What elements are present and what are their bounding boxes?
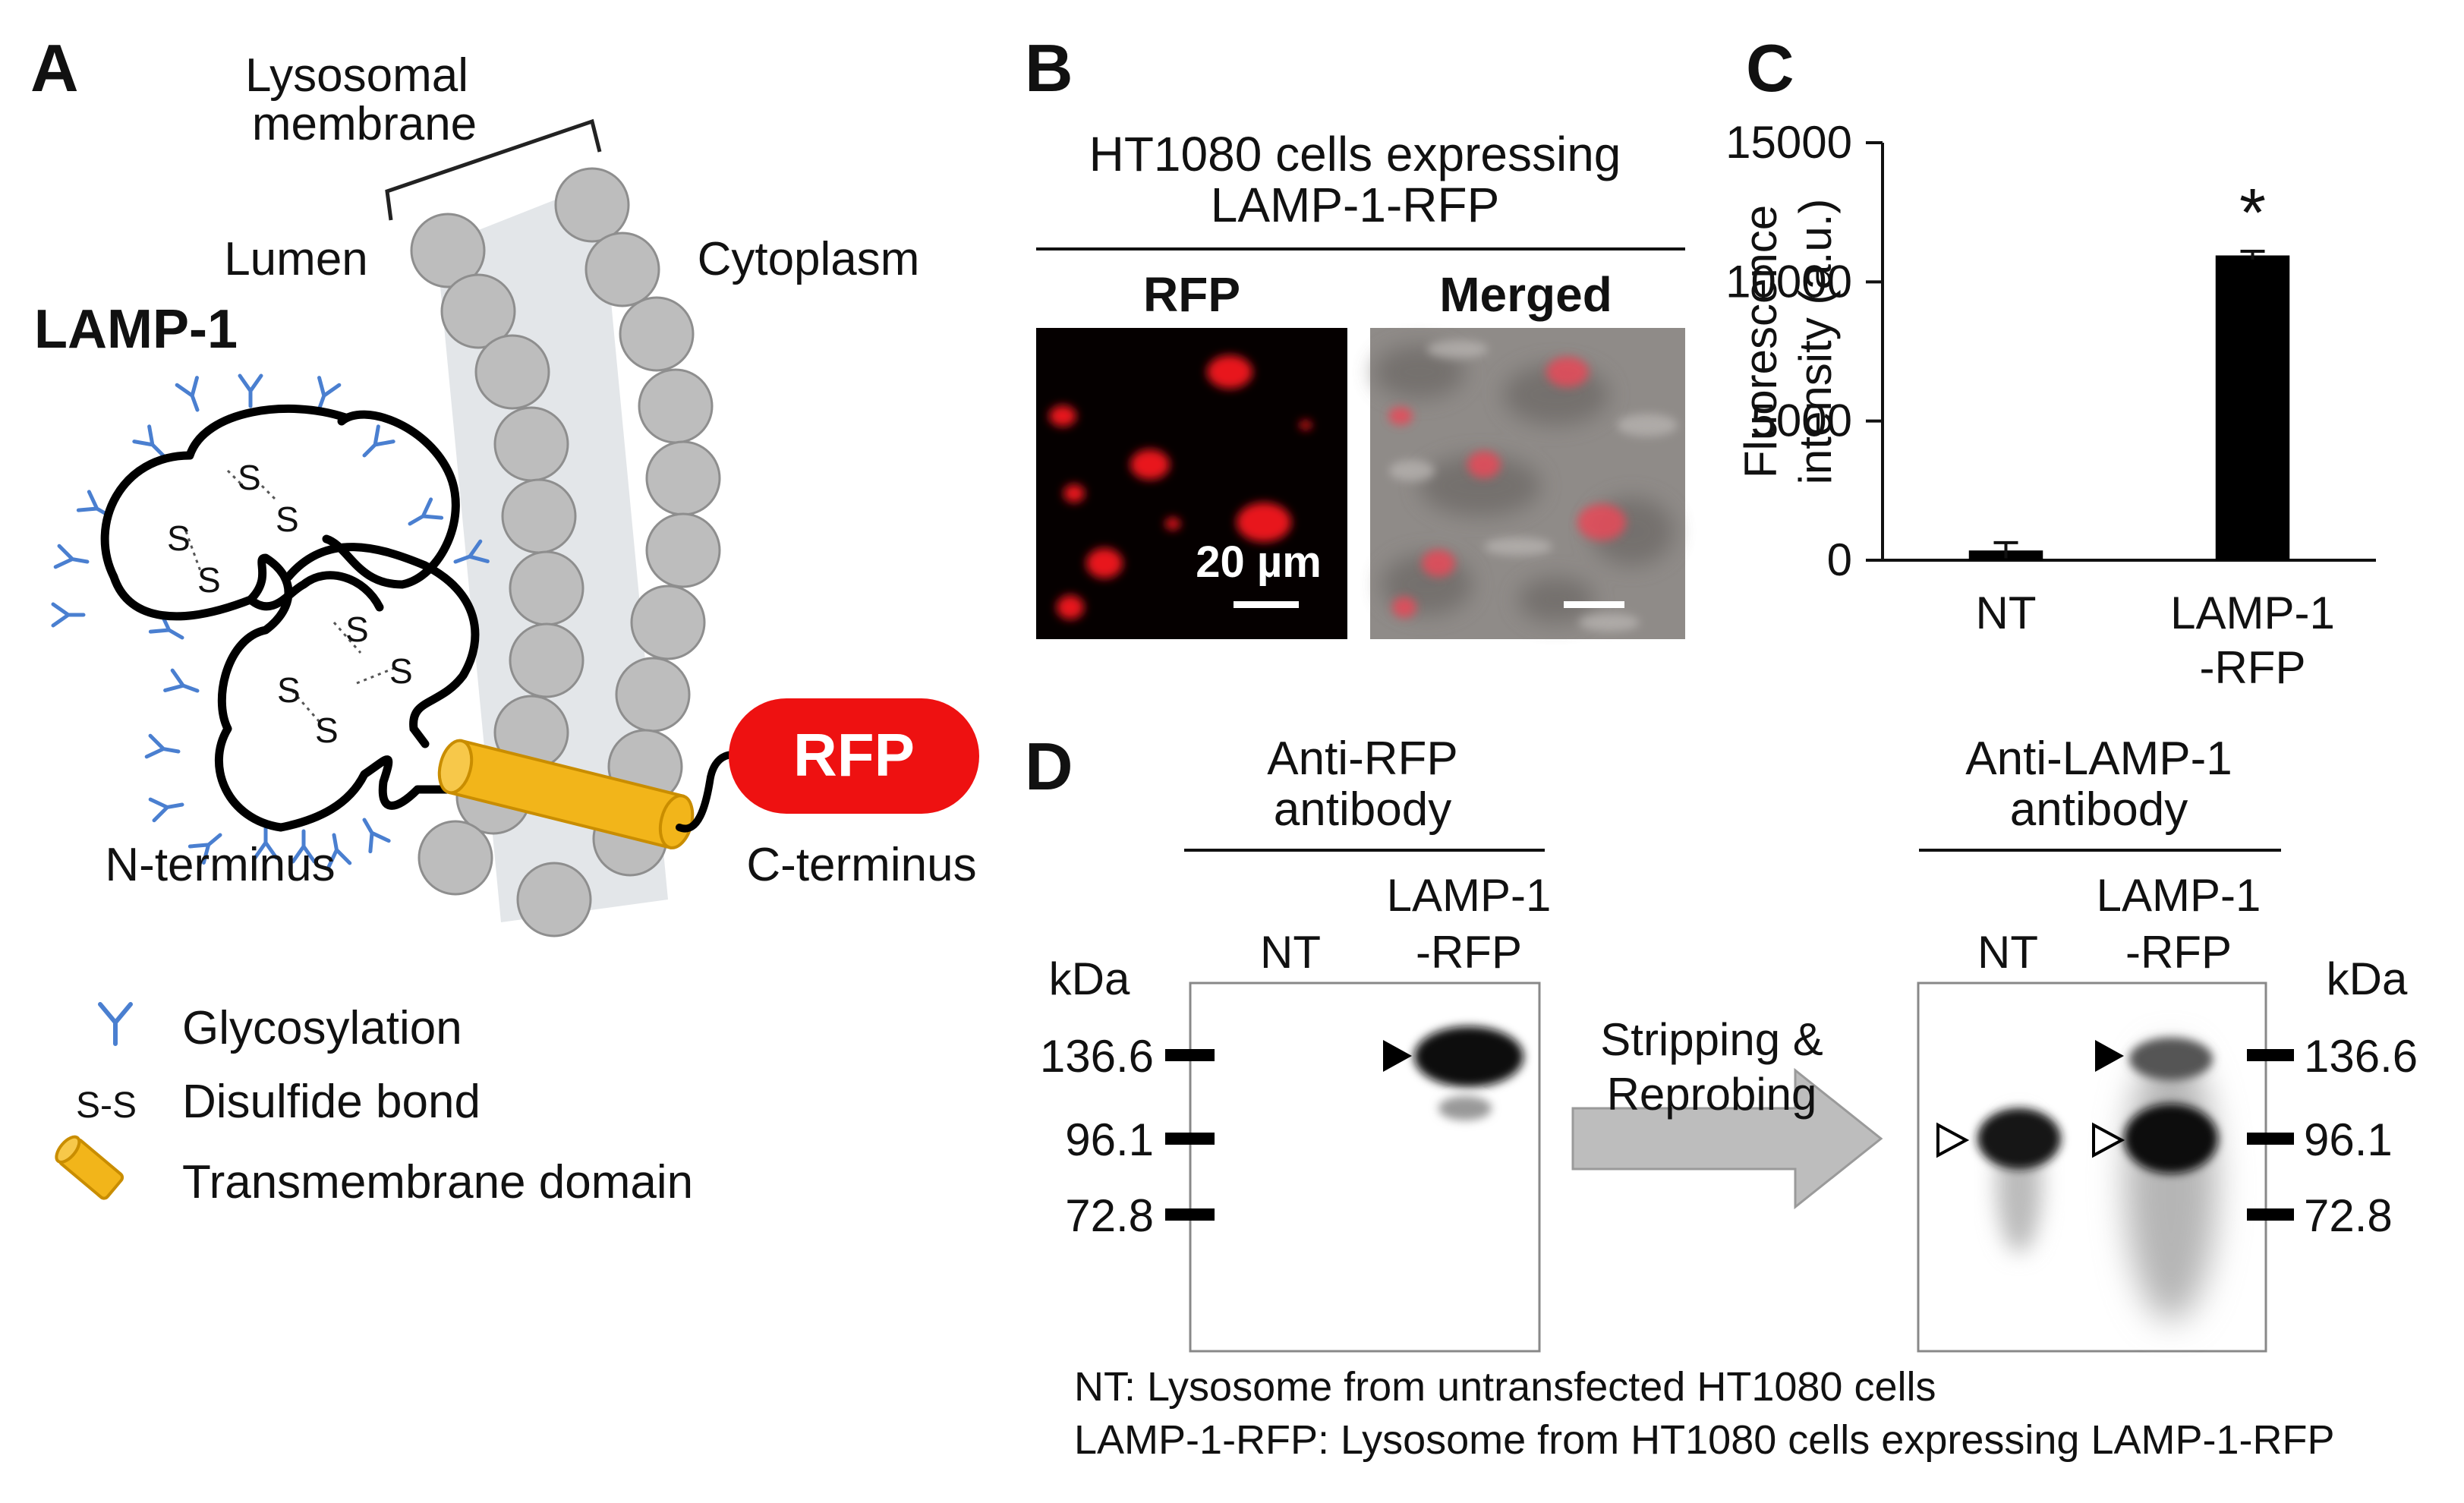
col-header-merged: Merged <box>1439 267 1612 322</box>
blot2-lane-lamp-line1: LAMP-1 <box>2097 870 2261 921</box>
blot2-lane-nt: NT <box>1977 927 2038 978</box>
merged-micrograph <box>1370 328 1685 639</box>
rfp-tag-label: RFP <box>793 721 915 789</box>
blot1-marker: 136.6 <box>1040 1031 1154 1082</box>
lipid-bilayer-left <box>410 213 584 896</box>
blot2-marker: 72.8 <box>2304 1190 2393 1241</box>
membrane-label-line1: Lysosomal <box>245 49 468 102</box>
blot1-marker: 96.1 <box>1065 1114 1154 1165</box>
y-axis-label-line1: Fluorescence <box>1735 205 1786 478</box>
footnote-line1: NT: Lysosome from untransfected HT1080 c… <box>1074 1364 1936 1410</box>
blot1-title-line2: antibody <box>1274 783 1451 836</box>
blot2-marker: 96.1 <box>2304 1114 2393 1165</box>
scale-bar <box>1234 601 1299 608</box>
cytoplasm-label: Cytoplasm <box>698 233 920 285</box>
ss-letter: S <box>389 651 413 691</box>
panel-b-letter: B <box>1025 30 1073 106</box>
blot1-marker-ticks <box>1165 1049 1215 1221</box>
blot2-title-line2: antibody <box>2010 783 2188 836</box>
legend-glycosylation: Glycosylation <box>182 1002 462 1054</box>
blot1-band <box>1414 1026 1523 1120</box>
blot1-band-arrowhead <box>1383 1040 1412 1072</box>
blot1-title-line1: Anti-RFP <box>1267 733 1457 785</box>
arrow-label-line2: Reprobing <box>1607 1069 1817 1120</box>
ss-letter: S <box>197 560 221 600</box>
x-tick-label: LAMP-1 <box>2170 588 2335 638</box>
x-tick-label: -RFP <box>2200 642 2306 693</box>
panel-b-title-line1: HT1080 cells expressing <box>1089 127 1621 181</box>
y-tick-label: 5000 <box>1751 395 1852 446</box>
x-tick-label: NT <box>1976 588 2037 638</box>
blot2-bands <box>1977 1038 2218 1321</box>
lumen-label: Lumen <box>224 233 368 285</box>
blot1-marker: 72.8 <box>1065 1190 1154 1241</box>
blot2-endogenous-arrowhead <box>2092 1122 2125 1158</box>
panel-a: A Lysosomal membrane Lumen Cytoplasm LAM… <box>30 30 979 1208</box>
ss-letter: S <box>238 458 261 497</box>
c-terminus-label: C-terminus <box>746 839 976 891</box>
col-header-rfp: RFP <box>1143 267 1240 322</box>
bar <box>2215 255 2290 560</box>
blot1-lane-lamp-line1: LAMP-1 <box>1387 870 1552 921</box>
panel-a-letter: A <box>30 30 79 106</box>
n-terminus-label: N-terminus <box>105 839 335 891</box>
panel-d: D Anti-RFP antibody NT LAMP-1 -RFP kDa 1… <box>1025 729 2418 1463</box>
lamp1-backbone <box>100 404 468 832</box>
significance-star: * <box>2239 175 2266 251</box>
ss-letter: S <box>277 670 301 710</box>
blot2-kda-label: kDa <box>2327 953 2408 1004</box>
legend-disulfide: Disulfide bond <box>182 1076 481 1128</box>
transmembrane-legend-icon <box>55 1135 124 1200</box>
membrane-bracket <box>385 118 602 221</box>
blot1-lane-lamp-line2: -RFP <box>1416 927 1522 978</box>
rfp-tag <box>729 698 979 814</box>
ss-letter: S <box>315 711 339 750</box>
scale-bar-label: 20 µm <box>1196 537 1322 587</box>
ss-letter: S <box>276 499 299 539</box>
y-axis-label-line2: intensity (a.u.) <box>1790 199 1841 485</box>
glycosylation-legend-icon <box>98 1002 133 1046</box>
blot2-marker-ticks <box>2247 1049 2294 1221</box>
panel-c-letter: C <box>1746 30 1794 106</box>
ss-letter: S <box>167 518 191 558</box>
panel-a-legend: Glycosylation S-S Disulfide bond Transme… <box>55 1002 693 1208</box>
blot2-title-line1: Anti-LAMP-1 <box>1965 733 2232 785</box>
y-tick-label: 10000 <box>1725 256 1852 307</box>
arrow-label-line1: Stripping & <box>1600 1014 1823 1065</box>
blot1-kda-label: kDa <box>1049 953 1130 1004</box>
panel-d-letter: D <box>1025 729 1073 804</box>
blot2-marker: 136.6 <box>2304 1031 2418 1082</box>
panel-c: C Fluorescence intensity (a.u.) 0 5000 100… <box>1725 30 2376 693</box>
footnote-line2: LAMP-1-RFP: Lysosome from HT1080 cells e… <box>1074 1417 2335 1463</box>
scale-bar <box>1564 601 1624 608</box>
lamp1-label: LAMP-1 <box>34 299 238 360</box>
blot2-lane-lamp-line2: -RFP <box>2125 927 2232 978</box>
membrane-label-line2: membrane <box>252 98 477 150</box>
lamp1-domain-2 <box>284 410 480 748</box>
ss-letter: S <box>345 610 369 649</box>
rfp-micrograph: 20 µm <box>1036 328 1347 639</box>
panel-b-title-line2: LAMP-1-RFP <box>1211 178 1500 232</box>
stripping-arrow <box>1571 1067 1883 1210</box>
blot2-fusion-arrowhead <box>2095 1040 2124 1072</box>
disulfide-letters: S S S S S S S S <box>167 458 413 750</box>
y-tick-label: 15000 <box>1725 117 1852 168</box>
disulfide-links <box>184 469 395 722</box>
y-tick-label: 0 <box>1827 534 1852 585</box>
legend-transmembrane: Transmembrane domain <box>182 1156 693 1208</box>
transmembrane-domain <box>437 739 695 849</box>
panel-b: B HT1080 cells expressing LAMP-1-RFP RFP… <box>1025 30 1685 639</box>
disulfide-legend-icon: S-S <box>76 1086 137 1126</box>
blot1-lane-nt: NT <box>1260 927 1321 978</box>
blot2-endogenous-arrowhead <box>1936 1122 1970 1158</box>
